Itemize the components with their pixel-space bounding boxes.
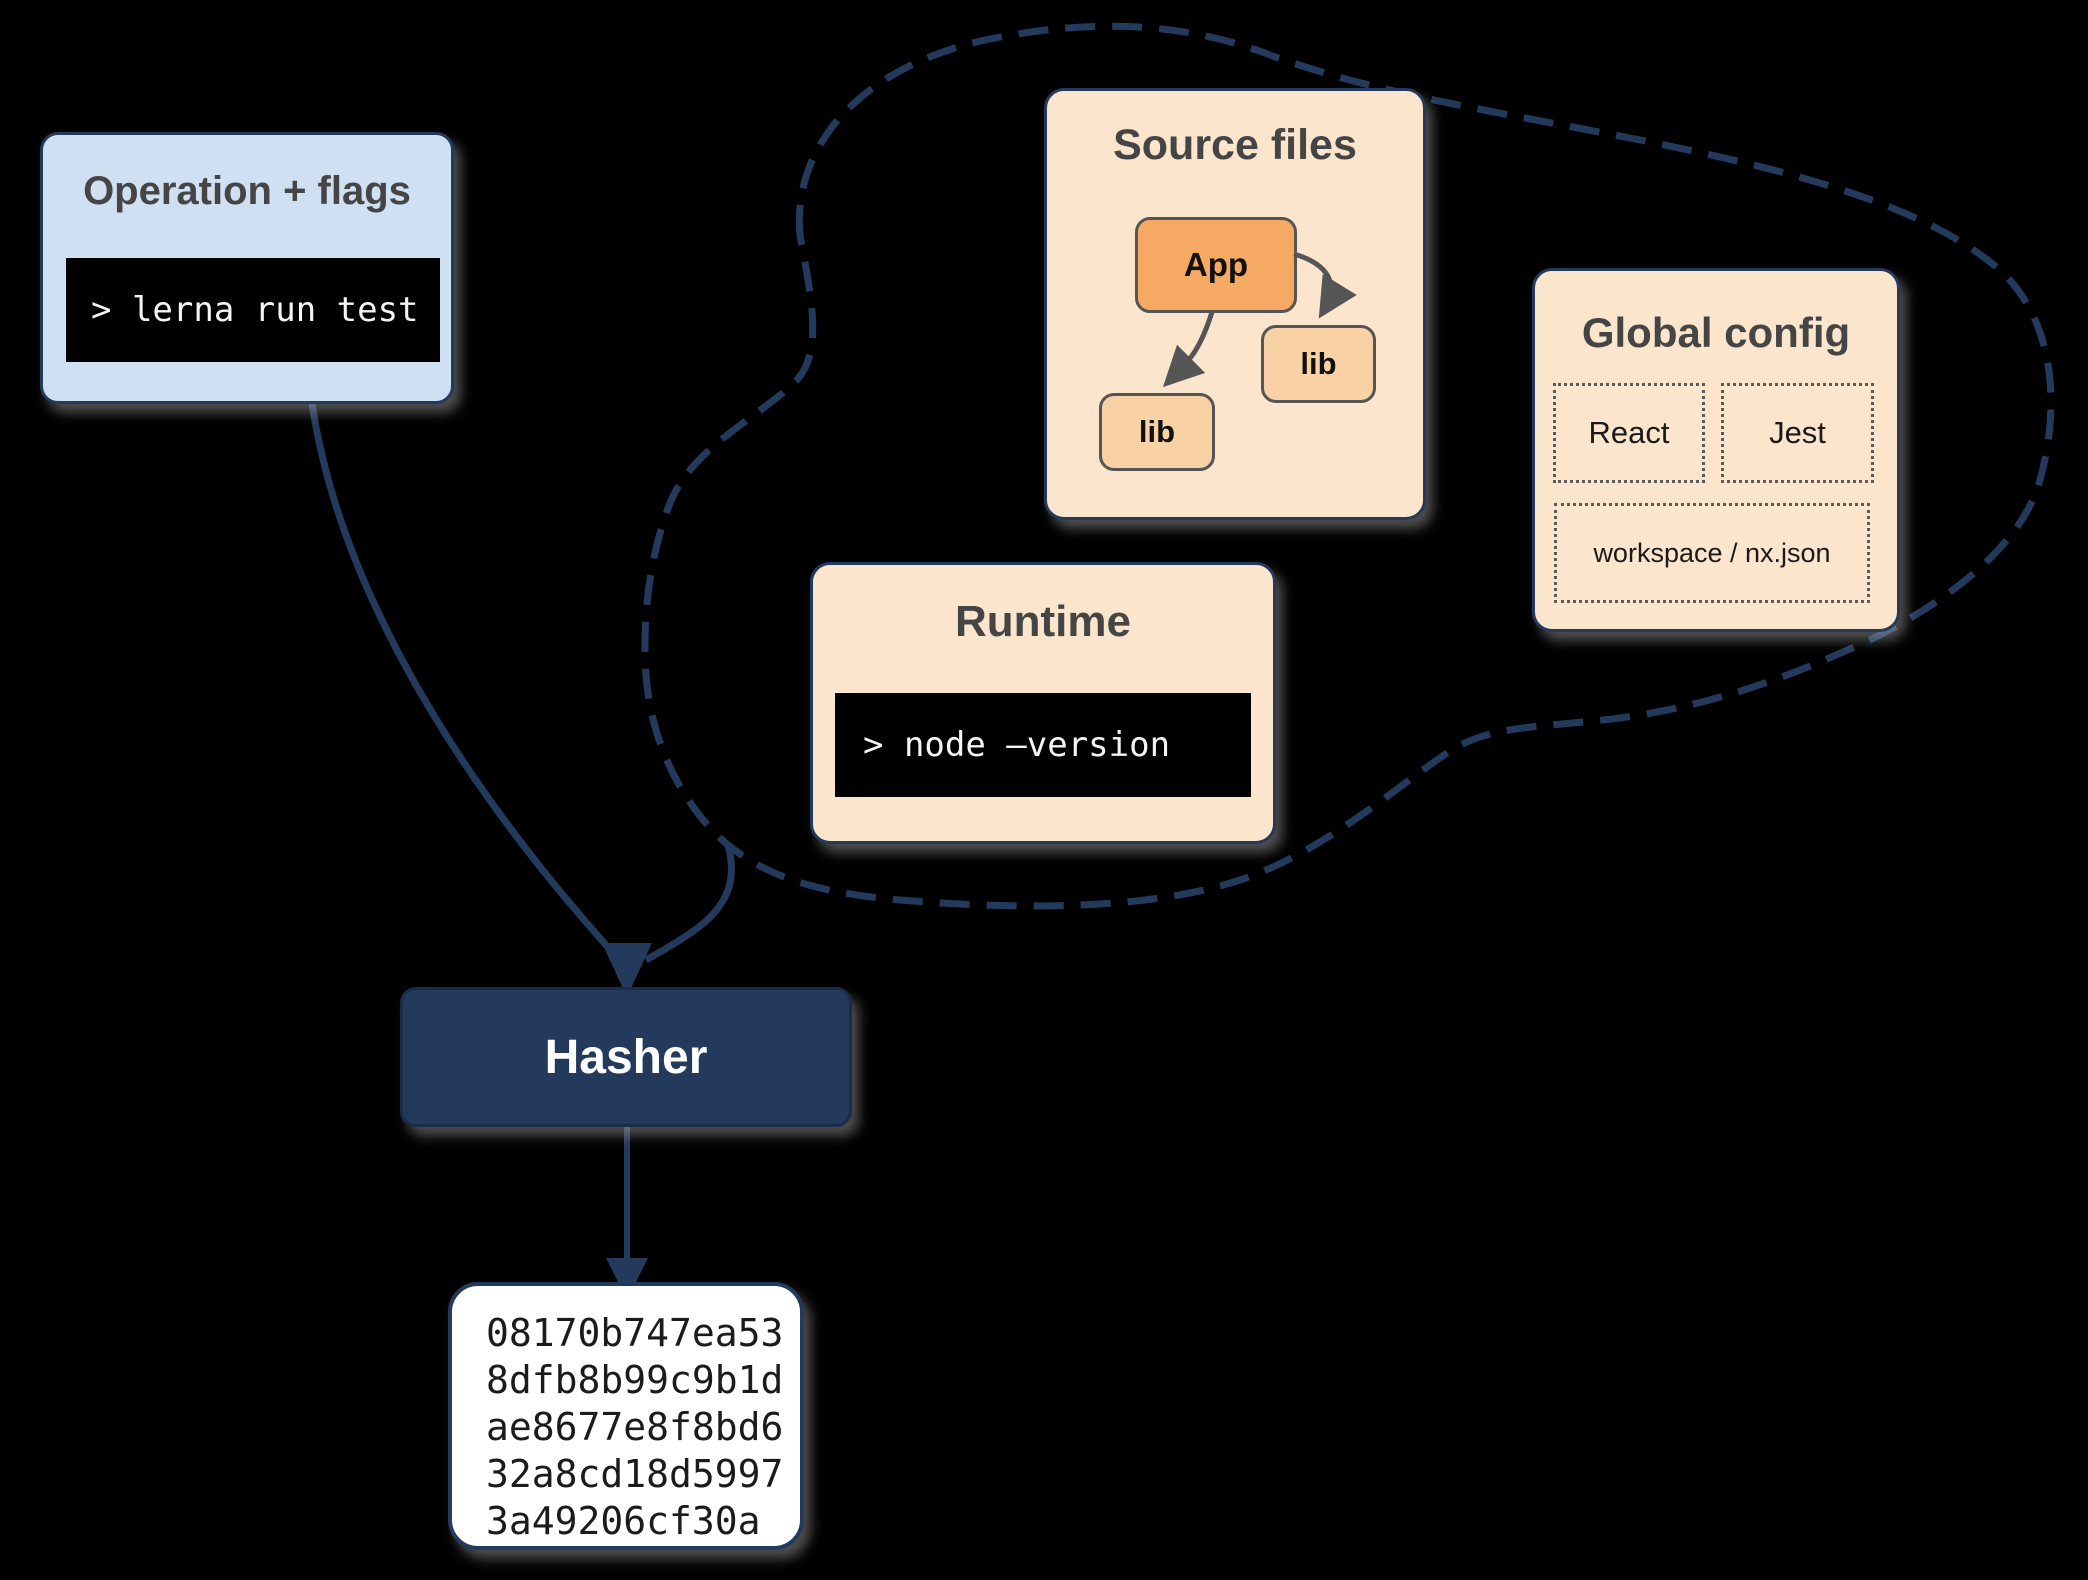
global-config-item-react: React: [1553, 383, 1705, 483]
runtime-box: Runtime > node –version: [810, 562, 1276, 844]
runtime-terminal: > node –version: [835, 693, 1251, 797]
global-config-box: Global config React Jest workspace / nx.…: [1532, 268, 1900, 632]
lib-node-right: lib: [1261, 325, 1376, 403]
app-node: App: [1135, 217, 1297, 313]
operation-command: > lerna run test: [91, 290, 419, 330]
runtime-command: > node –version: [863, 725, 1171, 765]
global-config-item-workspace: workspace / nx.json: [1554, 503, 1870, 603]
hash-output-box: 08170b747ea53 8dfb8b99c9b1d ae8677e8f8bd…: [448, 1282, 804, 1550]
lib-node-left: lib: [1099, 393, 1215, 471]
source-files-box: Source files App lib lib: [1044, 88, 1426, 520]
hasher-box: Hasher: [400, 987, 852, 1127]
operation-flags-title: Operation + flags: [83, 169, 411, 213]
global-config-title: Global config: [1581, 309, 1851, 356]
source-files-title: Source files: [1113, 121, 1357, 169]
global-config-item-jest: Jest: [1721, 383, 1874, 483]
hash-line: 32a8cd18d5997: [486, 1452, 784, 1496]
cloud-to-hasher-connector: [644, 844, 735, 964]
operation-flags-box: Operation + flags > lerna run test: [40, 132, 454, 404]
hash-line: 08170b747ea53: [486, 1311, 784, 1355]
hash-line: 3a49206cf30a: [486, 1499, 761, 1543]
hash-line: 8dfb8b99c9b1d: [486, 1358, 784, 1402]
runtime-title: Runtime: [955, 597, 1131, 646]
operation-terminal: > lerna run test: [66, 258, 440, 362]
hash-line: ae8677e8f8bd6: [486, 1405, 784, 1449]
hasher-label: Hasher: [544, 1030, 708, 1084]
operation-to-hasher-connector: [308, 402, 618, 958]
